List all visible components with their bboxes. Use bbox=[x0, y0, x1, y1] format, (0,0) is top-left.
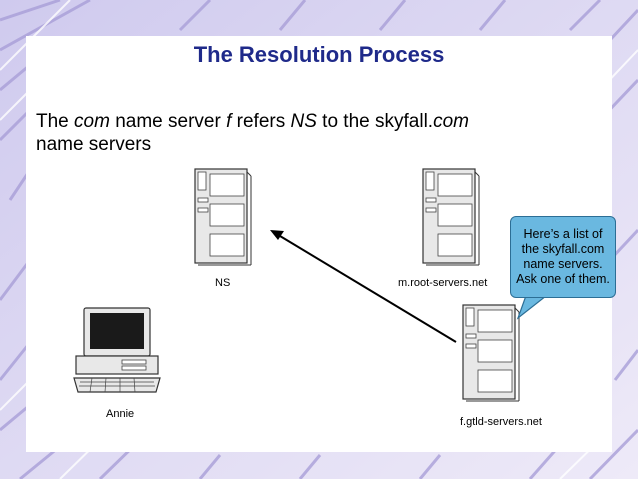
body-text-part: to the skyfall. bbox=[316, 111, 434, 132]
root-server-label: m.root-servers.net bbox=[398, 277, 488, 289]
arrowhead bbox=[270, 230, 284, 240]
body-text-italic: com bbox=[433, 111, 469, 132]
root-server-icon bbox=[422, 168, 480, 266]
ns-server-icon bbox=[194, 168, 252, 266]
speech-bubble-line: Here’s a list of bbox=[523, 227, 603, 241]
speech-bubble-line: the skyfall.com bbox=[521, 242, 605, 256]
client-label: Annie bbox=[106, 408, 135, 420]
body-text-italic: f bbox=[226, 111, 232, 132]
computer-icon bbox=[73, 307, 161, 393]
gtld-server-label: f.gtld-servers.net bbox=[460, 416, 542, 428]
body-text-part: refers bbox=[231, 111, 291, 132]
speech-bubble-line: Ask one of them. bbox=[516, 272, 610, 286]
body-text-part: name servers bbox=[36, 134, 152, 155]
slide-title: The Resolution Process bbox=[193, 42, 445, 67]
ns-label: NS bbox=[215, 277, 231, 289]
gtld-server-icon bbox=[462, 304, 520, 402]
body-text-italic: com bbox=[74, 111, 110, 132]
body-text-italic: NS bbox=[290, 111, 317, 132]
slide-body-text: The com name server f refers NS to the s… bbox=[36, 110, 576, 156]
speech-bubble: Here’s a list of the skyfall.com name se… bbox=[510, 216, 616, 298]
body-text-part: name server bbox=[109, 111, 227, 132]
body-text-part: The bbox=[36, 111, 75, 132]
speech-bubble-line: name servers. bbox=[523, 257, 603, 271]
